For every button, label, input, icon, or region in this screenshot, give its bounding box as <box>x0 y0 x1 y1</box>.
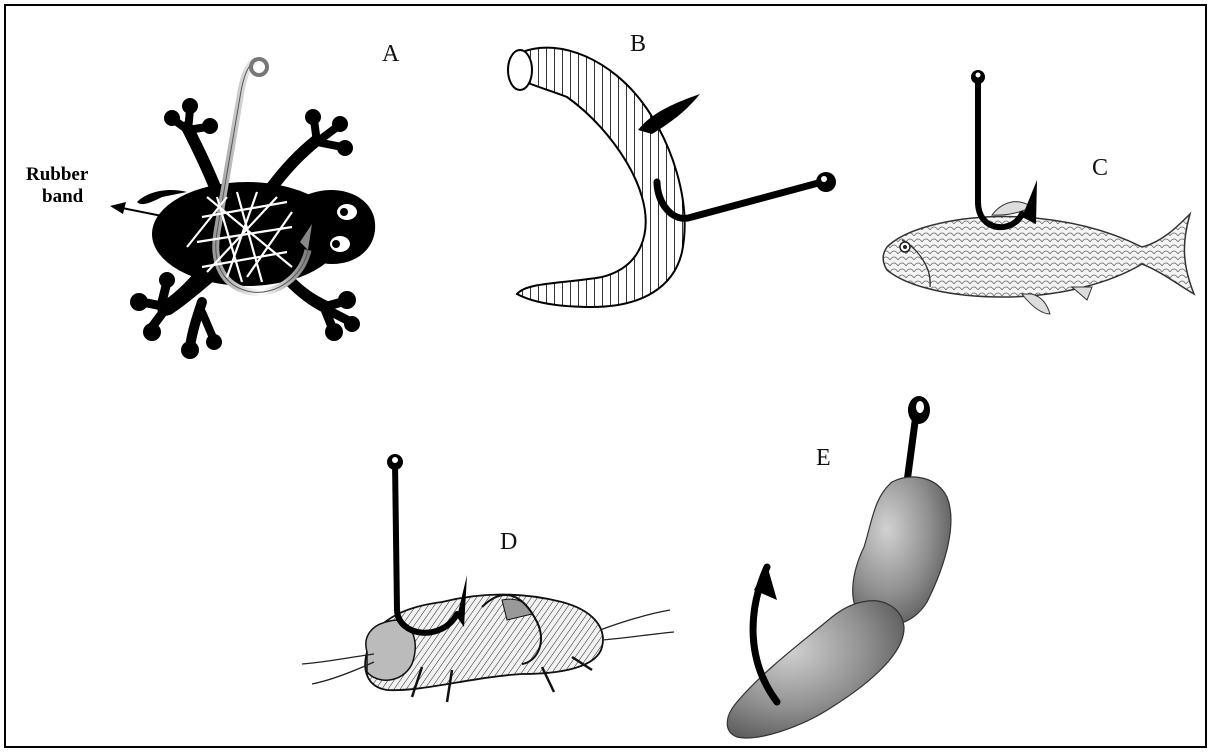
rubber-band-callout: Rubber band <box>26 164 88 208</box>
panel-label-b: B <box>630 32 646 56</box>
panel-label-c: C <box>1092 156 1108 180</box>
panel-label-e: E <box>816 446 831 470</box>
frog-bait-illustration <box>110 59 375 359</box>
fish-bait-illustration <box>883 70 1194 314</box>
panel-label-a: A <box>382 42 399 66</box>
plastic-lure-illustration <box>727 396 951 738</box>
worm-bait-illustration <box>508 48 836 307</box>
cricket-bait-illustration <box>302 454 674 702</box>
panel-label-d: D <box>500 530 517 554</box>
callout-line-2: band <box>26 186 88 208</box>
callout-line-1: Rubber <box>26 164 88 186</box>
figure-frame: A B C D E Rubber band <box>4 4 1207 748</box>
